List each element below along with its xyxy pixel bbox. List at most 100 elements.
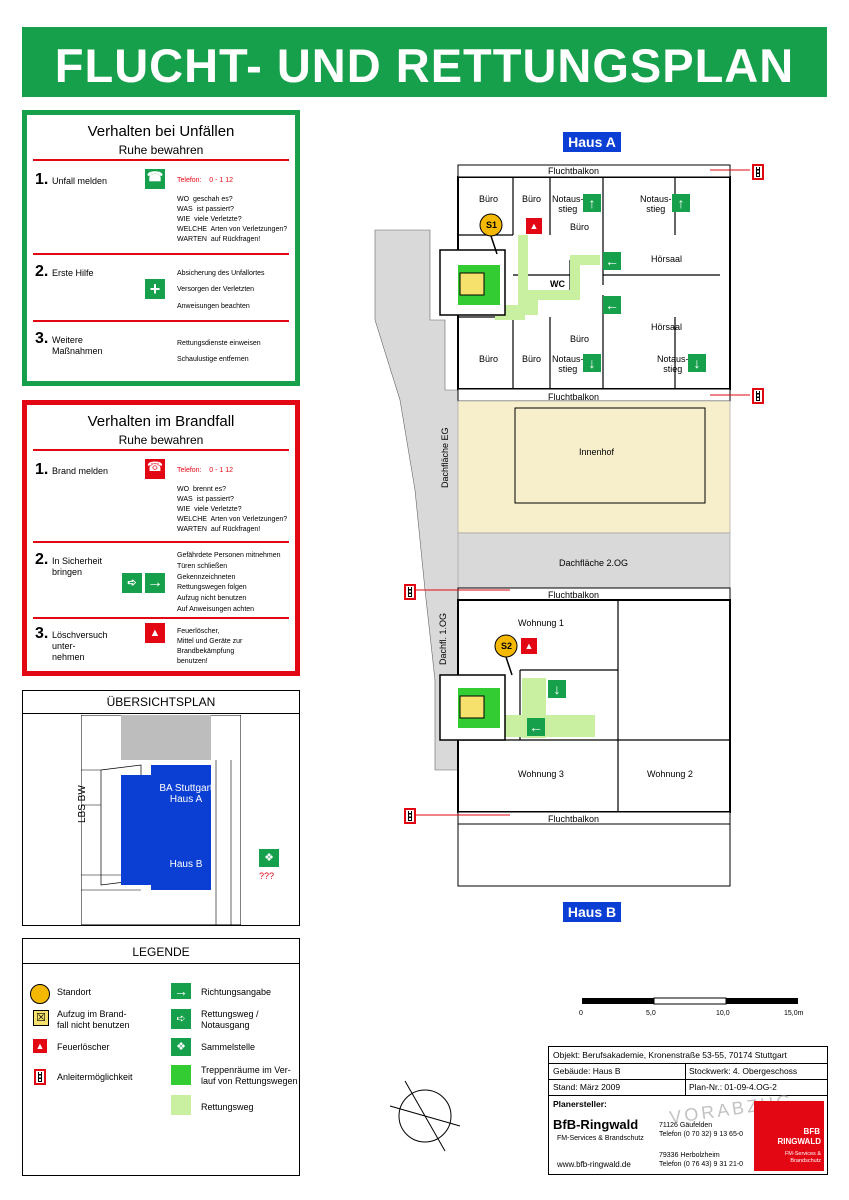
step-label: Weitere Maßnahmen — [52, 335, 103, 356]
step-number: 1. — [35, 171, 49, 188]
step-label: Erste Hilfe — [52, 268, 94, 278]
stairwell-swatch — [171, 1065, 191, 1085]
arrow-down-icon: ↓ — [688, 354, 706, 372]
divider — [549, 1095, 827, 1096]
overview-panel: ÜBERSICHTSPLAN BA Stuttgart Haus A Haus … — [22, 690, 300, 926]
info-line: WIE viele Verletzte? — [177, 506, 242, 513]
step-number: 2. — [35, 551, 49, 568]
room-label: WC — [550, 279, 565, 289]
scale-bar — [582, 997, 798, 1005]
info-line: WAS ist passiert? — [177, 496, 234, 503]
company-web: www.bfb-ringwald.de — [557, 1160, 631, 1169]
divider — [33, 541, 289, 543]
title-block: Objekt: Berufsakademie, Kronenstraße 53-… — [548, 1046, 828, 1175]
info-line: Rettungsdienste einweisen — [177, 340, 261, 347]
arrow-up-icon: ↑ — [583, 194, 601, 212]
logo-top-text: BFB — [803, 1127, 820, 1136]
info-line: WELCHE Arten von Verletzungen? — [177, 516, 288, 523]
legend-label: Standort — [57, 987, 92, 997]
scale-label: 0 — [579, 1010, 583, 1017]
info-line: Auf Anweisungen achten — [177, 606, 255, 613]
arrow-left-icon: ← — [603, 252, 621, 270]
step-label: In Sicherheit bringen — [52, 556, 103, 577]
room-label: Büro — [479, 354, 499, 364]
assembly-point-icon: ❖ — [259, 849, 279, 867]
overview-haus-b: Haus B — [169, 859, 203, 870]
divider — [33, 449, 289, 451]
legend-label: Rettungsweg / Notausgang — [201, 1009, 259, 1030]
legend-panel: LEGENDE Standort ☒ Aufzug im Brand- fall… — [22, 938, 300, 1176]
legend-label: Rettungsweg — [201, 1102, 254, 1112]
legend-label: Aufzug im Brand- fall nicht benutzen — [57, 1009, 130, 1030]
divider — [23, 713, 299, 714]
company-subtitle: FM-Services & Brandschutz — [557, 1135, 644, 1142]
objekt: Objekt: Berufsakademie, Kronenstraße 53-… — [553, 1050, 787, 1060]
ladder-icon — [752, 164, 764, 180]
divider — [549, 1063, 827, 1064]
room-label: Hörsaal — [651, 254, 683, 264]
arrow-right-icon: → — [145, 573, 165, 593]
overview-map — [81, 715, 241, 925]
haus-a-label: Haus A — [563, 132, 621, 152]
info-line: Absicherung des Unfallortes — [177, 270, 265, 277]
floor-plan — [374, 164, 750, 887]
info-line: Rettungswegen folgen — [177, 584, 247, 591]
assembly-point-icon: ❖ — [171, 1038, 191, 1056]
scale-label: 15,0m — [784, 1010, 804, 1017]
plan-nr: Plan-Nr.: 01-09-4.OG-2 — [689, 1082, 777, 1092]
accident-panel: Verhalten bei Unfällen Ruhe bewahren 1. … — [22, 110, 300, 386]
legend-label: Sammelstelle — [201, 1042, 256, 1052]
address-1: 71126 Gäufelden Telefon (0 70 32) 9 13 6… — [659, 1122, 744, 1138]
divider — [685, 1063, 686, 1095]
room-label: Dachfläche 2.OG — [559, 558, 629, 568]
room-label: Büro — [570, 334, 590, 344]
room-label: Notaus- stieg — [657, 354, 689, 374]
exit-sign-icon: ➪ — [122, 573, 142, 593]
info-line: WARTEN auf Rückfragen! — [177, 236, 261, 243]
step-number: 3. — [35, 330, 49, 347]
legend-label: Feuerlöscher — [57, 1042, 110, 1052]
title-bar: FLUCHT- UND RETTUNGSPLAN — [22, 27, 827, 97]
standort-label: S2 — [501, 641, 513, 651]
phone-icon: ☎ — [145, 169, 165, 189]
ladder-icon — [404, 584, 416, 600]
legend-label: Anleitermöglichkeit — [57, 1072, 133, 1082]
logo-sub-text: FM-Services & Brandschutz — [784, 1151, 821, 1164]
arrow-left-icon: ← — [603, 296, 621, 314]
phone-number: Telefon: 0 - 1 12 — [177, 467, 234, 474]
scale-label: 5,0 — [646, 1010, 656, 1017]
step-number: 2. — [35, 263, 49, 280]
overview-title: ÜBERSICHTSPLAN — [106, 695, 216, 709]
fire-extinguisher-icon: ▲ — [33, 1039, 47, 1053]
room-label: Wohnung 1 — [518, 618, 564, 628]
fire-extinguisher-icon: ▲ — [521, 638, 537, 654]
room-label: Innenhof — [579, 447, 615, 457]
room-label: Notaus- stieg — [640, 194, 672, 214]
room-label: Büro — [522, 194, 542, 204]
logo-name-text: RINGWALD — [777, 1137, 821, 1146]
info-line: Versorgen der Verletzten — [177, 286, 255, 293]
accident-title: Verhalten bei Unfällen — [87, 123, 235, 140]
phone-number: Telefon: 0 - 1 12 — [177, 177, 234, 184]
stockwerk: Stockwerk: 4. Obergeschoss — [689, 1066, 798, 1076]
arrow-down-icon: ↓ — [583, 354, 601, 372]
overview-lbs: LBS BW — [77, 785, 88, 823]
company-name: BfB-Ringwald — [553, 1117, 639, 1132]
info-line: Feuerlöscher, — [177, 628, 220, 635]
standort-label: S1 — [486, 220, 498, 230]
north-arrow-icon — [389, 1080, 461, 1152]
accident-subtitle: Ruhe bewahren — [118, 143, 204, 157]
divider — [33, 159, 289, 161]
overview-haus-a: BA Stuttgart Haus A — [159, 783, 213, 805]
info-line: Gekennzeichneten — [177, 574, 236, 581]
info-line: WAS ist passiert? — [177, 206, 234, 213]
legend-label: Richtungsangabe — [201, 987, 272, 997]
room-label: Büro — [570, 222, 590, 232]
step-label: Unfall melden — [52, 176, 108, 186]
escape-route-swatch — [171, 1095, 191, 1115]
divider — [33, 617, 289, 619]
ladder-icon — [404, 808, 416, 824]
legend-label: Treppenräume im Ver- lauf von Rettungswe… — [201, 1065, 298, 1086]
arrow-down-icon: ↓ — [548, 680, 566, 698]
step-number: 3. — [35, 625, 49, 642]
